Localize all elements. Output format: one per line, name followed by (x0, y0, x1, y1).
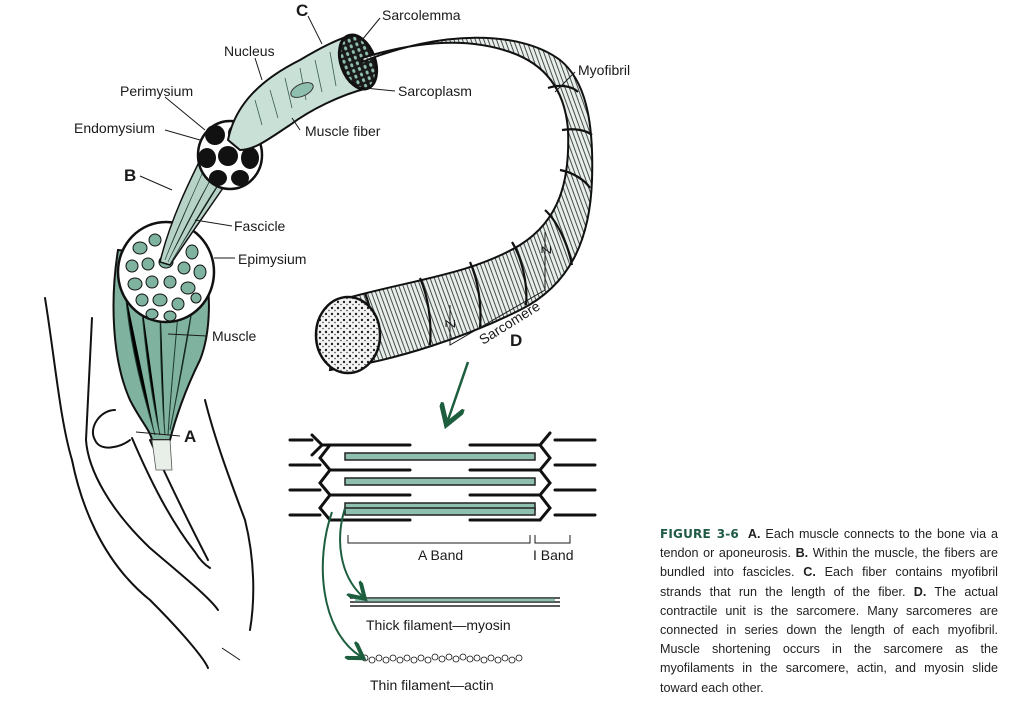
label-muscle: Muscle (212, 328, 257, 344)
zoom-arrow (448, 361, 470, 420)
label-a-band: A Band (418, 547, 463, 563)
label-a: A (184, 427, 196, 446)
caption-text-d: The actual contractile unit is the sarco… (660, 584, 998, 695)
label-z-left: Z (442, 319, 458, 328)
myofibril (314, 36, 594, 375)
thin-filament (361, 653, 523, 664)
label-epimysium: Epimysium (238, 251, 306, 267)
muscle-fiber (226, 33, 379, 152)
sarcomere-bracket (449, 232, 546, 346)
label-nucleus: Nucleus (224, 43, 275, 59)
epimysium-cross-section (116, 220, 216, 324)
thick-filament (350, 597, 560, 607)
caption-tag-d: D. (913, 584, 927, 599)
label-c: C (296, 1, 308, 20)
label-muscle-fiber: Muscle fiber (305, 123, 381, 139)
label-thick-filament: Thick filament—myosin (366, 617, 511, 633)
caption-text-c: Each fiber contains myofibril strands th… (660, 565, 998, 599)
label-b: B (124, 166, 136, 185)
label-d: D (510, 331, 522, 350)
caption-text-b: Within the muscle, the fibers are bundle… (660, 546, 998, 580)
arm-illustration (44, 297, 255, 669)
caption-tag-a: A. (747, 527, 761, 541)
label-perimysium: Perimysium (120, 83, 193, 99)
label-myofibril: Myofibril (578, 62, 630, 78)
label-fascicle: Fascicle (234, 218, 286, 234)
thick-filament-arrow (339, 507, 362, 596)
figure-number: FIGURE 3-6 (660, 527, 739, 541)
caption-tag-c: C. (803, 565, 816, 580)
label-sarcolemma: Sarcolemma (382, 7, 461, 23)
label-i-band: I Band (533, 547, 573, 563)
label-sarcoplasm: Sarcoplasm (398, 83, 472, 99)
leader-lines (135, 15, 576, 437)
fascicle-bundle (159, 119, 264, 266)
label-z-right: Z (538, 245, 554, 254)
caption-text-a: Each muscle connects to the bone via a t… (660, 527, 998, 561)
label-thin-filament: Thin filament—actin (370, 677, 494, 693)
label-endomysium: Endomysium (74, 120, 155, 136)
sarcomere-schematic (288, 431, 597, 544)
caption-tag-b: B. (795, 546, 809, 561)
figure-caption: FIGURE 3-6 A. Each muscle connects to th… (660, 525, 998, 698)
thin-filament-arrow (321, 511, 360, 656)
